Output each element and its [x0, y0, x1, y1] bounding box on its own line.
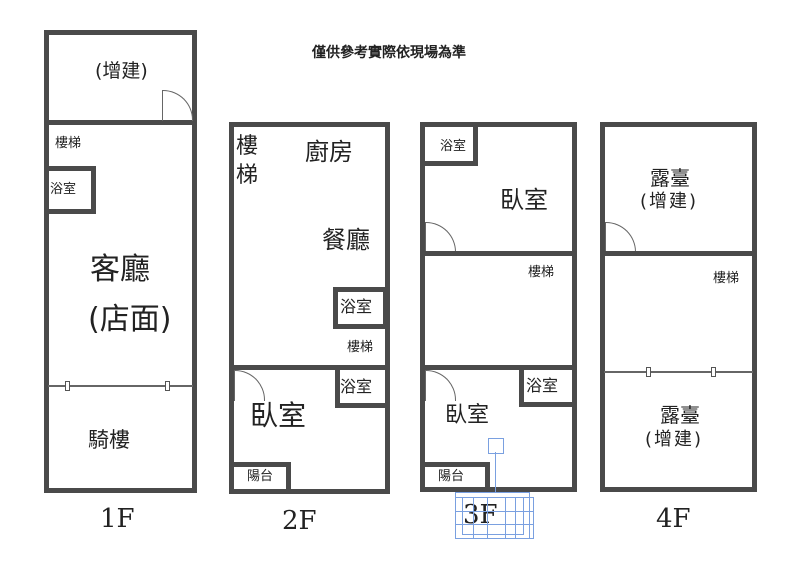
room-label: (店面) [88, 302, 172, 337]
window-tick [646, 367, 651, 377]
balcony [229, 462, 291, 494]
room-label: 樓梯 [347, 340, 374, 355]
room-label: 廚房 [305, 138, 353, 166]
room-label: 陽台 [438, 469, 465, 484]
bath-room [44, 166, 96, 214]
window-tick [65, 381, 70, 391]
room-label: 臥室 [250, 399, 307, 432]
window-tick [165, 381, 170, 391]
room-label: 騎樓 [88, 428, 130, 452]
room-label: 浴室 [340, 377, 373, 396]
bath-room [519, 365, 577, 407]
floor-label: 2F [282, 506, 317, 536]
room-label: 露臺 [660, 403, 700, 427]
floor-label: 4F [656, 504, 691, 534]
room-label: 浴室 [440, 139, 467, 154]
room-label: 浴室 [50, 182, 77, 197]
room-label: 樓梯 [528, 265, 555, 280]
window [604, 371, 753, 373]
wall [229, 365, 390, 370]
room-label: 臥室 [445, 403, 490, 428]
wall [600, 251, 757, 256]
room-label: (增建) [645, 429, 704, 450]
wall [420, 251, 577, 256]
room-label: 樓梯 [55, 136, 82, 151]
room-label: 浴室 [340, 297, 373, 316]
room-label: 臥室 [500, 186, 548, 214]
room-label: 浴室 [526, 376, 559, 395]
room-label: 餐廳 [322, 226, 370, 254]
outer-wall [420, 122, 577, 492]
wall [420, 365, 577, 370]
room-label: 樓梯 [713, 271, 740, 286]
disclaimer-note: 僅供參考實際依現場為準 [312, 45, 466, 61]
room-label: 露臺 [650, 166, 690, 190]
window-tick [711, 367, 716, 377]
bath-room [420, 122, 478, 166]
window [48, 385, 193, 387]
floor-label[interactable]: 3F [463, 500, 498, 530]
bath-room [333, 287, 388, 329]
wall [44, 120, 197, 125]
floor-label: 1F [100, 504, 135, 534]
outer-wall [600, 122, 757, 492]
balcony [420, 462, 490, 492]
room-label: 陽台 [247, 469, 274, 484]
room-label: 樓 梯 [236, 134, 259, 188]
outer-wall [44, 30, 197, 493]
room-label: (增建) [95, 60, 148, 82]
room-label: 客廳 [90, 252, 150, 287]
room-label: (增建) [640, 191, 699, 212]
bath-room [335, 365, 390, 408]
